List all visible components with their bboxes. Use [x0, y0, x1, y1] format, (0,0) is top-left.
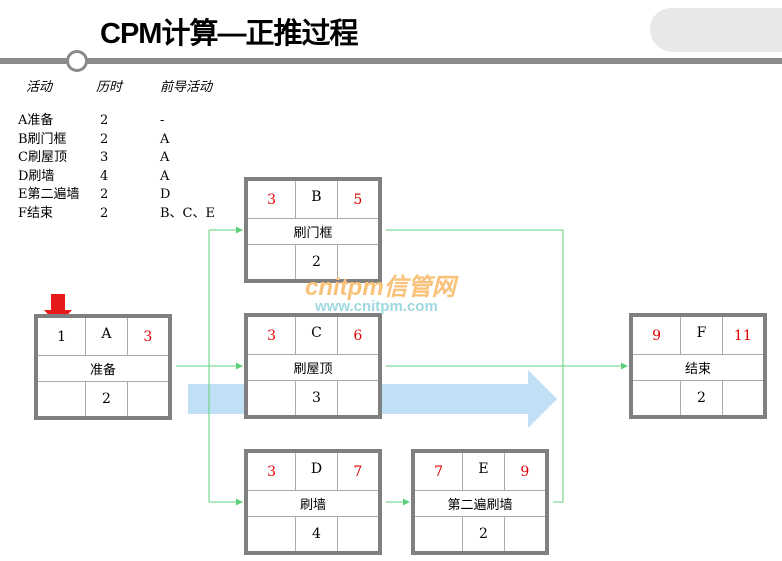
activity-id: E	[463, 453, 505, 490]
early-start: 3	[248, 453, 297, 490]
duration: 2	[86, 382, 128, 416]
early-finish: 6	[353, 327, 363, 344]
table-cell: E第二遍墙	[18, 187, 80, 202]
activity-id: F	[681, 317, 723, 354]
empty-cell	[38, 382, 87, 416]
table-row: F结束 2 B、C、E	[18, 205, 215, 224]
activity-name: 刷屋顶	[248, 355, 378, 381]
early-finish: 5	[353, 191, 363, 208]
empty-cell	[415, 517, 464, 551]
table-cell: A	[160, 168, 170, 184]
activity-id: D	[296, 453, 338, 490]
divider-knob	[66, 50, 88, 72]
table-cell: D刷墙	[18, 168, 55, 184]
empty-cell	[723, 381, 763, 415]
empty-cell	[128, 382, 168, 416]
page-title: CPM计算—正推过程	[100, 18, 358, 50]
duration: 2	[681, 381, 723, 415]
col-activity: 活动	[26, 80, 53, 95]
activity-name: 结束	[633, 355, 763, 381]
activity-name: 刷门框	[248, 219, 378, 245]
table-cell: 2	[100, 131, 109, 147]
table-row: A准备 2 -	[18, 112, 215, 131]
early-finish: 11	[733, 327, 752, 344]
table-cell: -	[160, 113, 165, 128]
col-duration: 历时	[96, 80, 123, 95]
table-cell: F结束	[18, 205, 54, 221]
table-cell: B刷门框	[18, 131, 67, 147]
early-start: 3	[248, 181, 297, 218]
watermark-brand: cnitpm信管网	[305, 274, 456, 301]
activity-name: 刷墙	[248, 491, 378, 517]
empty-cell	[338, 381, 378, 415]
activity-name: 第二遍刷墙	[415, 491, 545, 517]
activity-id: B	[296, 181, 338, 218]
empty-cell	[248, 517, 297, 551]
early-finish: 9	[520, 463, 530, 480]
empty-cell	[633, 381, 682, 415]
table-cell: 4	[100, 168, 109, 184]
early-start: 9	[633, 317, 682, 354]
watermark-url: www.cnitpm.com	[315, 298, 438, 315]
empty-cell	[248, 245, 297, 279]
table-cell: A准备	[18, 113, 54, 128]
table-row: B刷门框 2 A	[18, 131, 215, 150]
empty-cell	[338, 517, 378, 551]
table-row: C刷屋顶 3 A	[18, 149, 215, 168]
table-cell: 2	[100, 187, 109, 202]
table-cell: B、C、E	[160, 205, 215, 221]
table-cell: C刷屋顶	[18, 150, 67, 165]
activity-id: A	[86, 318, 128, 355]
duration: 2	[463, 517, 505, 551]
early-finish: 3	[143, 328, 153, 345]
duration: 4	[296, 517, 338, 551]
table-cell: D	[160, 187, 171, 202]
table-cell: A	[160, 150, 170, 165]
empty-cell	[505, 517, 545, 551]
table-cell: A	[160, 131, 170, 147]
duration: 2	[296, 245, 338, 279]
decor-blob	[650, 8, 782, 52]
empty-cell	[248, 381, 297, 415]
duration: 3	[296, 381, 338, 415]
table-row: D刷墙 4 A	[18, 168, 215, 187]
early-finish: 7	[353, 463, 363, 480]
table-row: E第二遍墙 2 D	[18, 186, 215, 205]
table-cell: 2	[100, 205, 109, 221]
table-cell: 3	[100, 150, 109, 165]
col-predecessor: 前导活动	[160, 80, 213, 95]
activity-id: C	[296, 317, 338, 354]
early-start: 1	[38, 318, 87, 355]
activity-name: 准备	[38, 356, 168, 382]
early-start: 7	[415, 453, 464, 490]
early-start: 3	[248, 317, 297, 354]
table-cell: 2	[100, 113, 109, 128]
divider	[0, 58, 782, 64]
